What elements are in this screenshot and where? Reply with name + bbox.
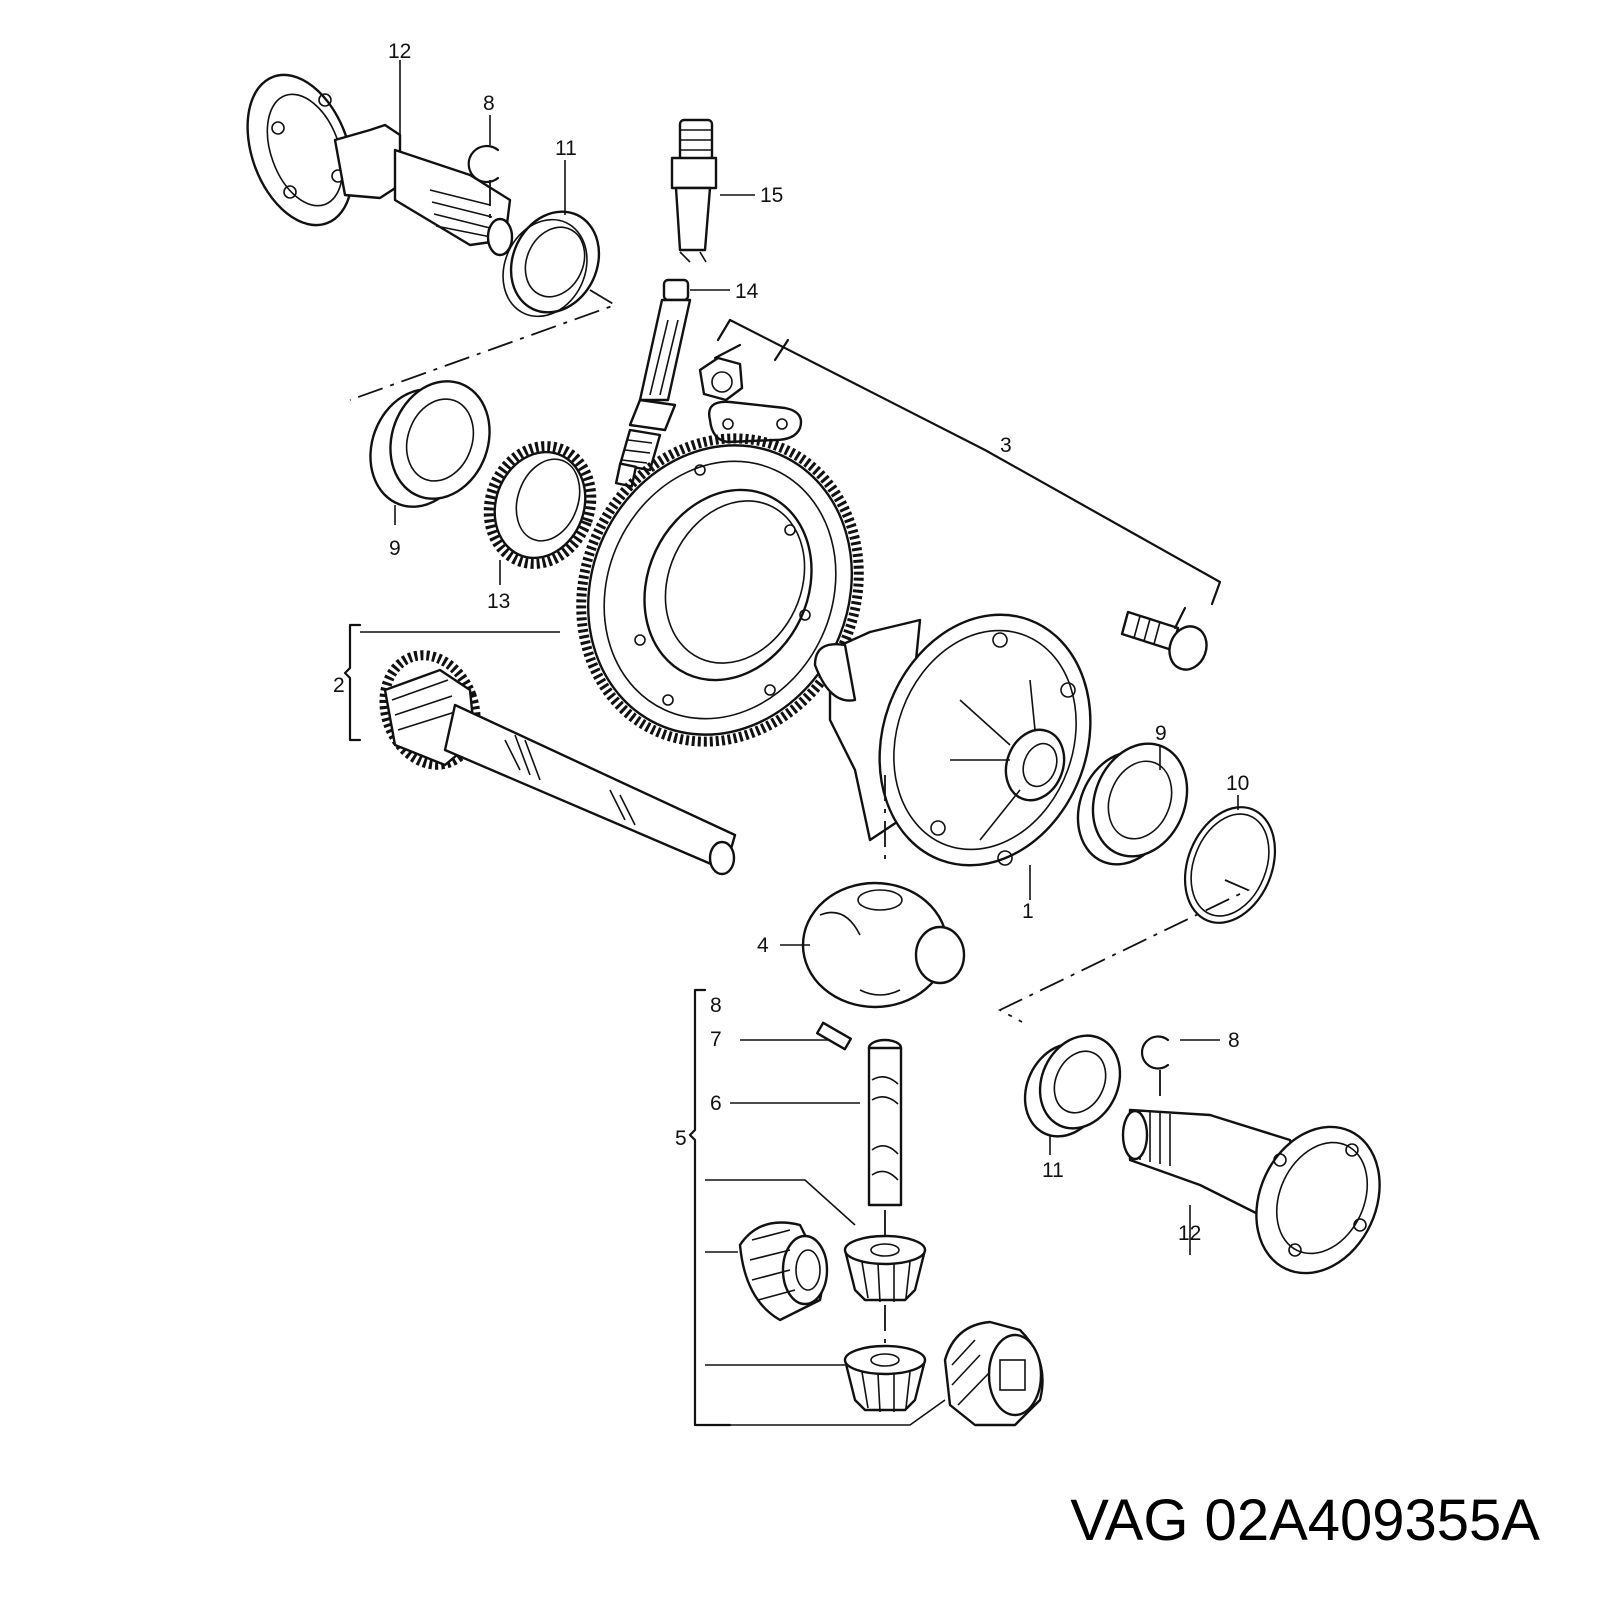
callout-1: 1 bbox=[1022, 900, 1034, 923]
flange-shaft-lower bbox=[1121, 1108, 1381, 1275]
speedometer-driven-gear bbox=[614, 278, 692, 488]
callout-2: 2 bbox=[333, 674, 345, 697]
callout-8-bracket: 8 bbox=[710, 994, 722, 1017]
lock-pin bbox=[815, 1021, 853, 1051]
callout-15: 15 bbox=[760, 184, 783, 207]
spider-shaft bbox=[867, 1038, 903, 1240]
circlip-lower bbox=[1140, 1035, 1170, 1070]
callout-6: 6 bbox=[710, 1092, 722, 1115]
callout-11-upper: 11 bbox=[555, 137, 577, 160]
callout-12-lower: 12 bbox=[1178, 1222, 1201, 1245]
callout-8-upper: 8 bbox=[483, 92, 495, 115]
bolt-set-bracket bbox=[713, 318, 1222, 606]
speedometer-drive-shaft bbox=[670, 118, 718, 263]
seal-upper bbox=[502, 210, 601, 318]
callout-5: 5 bbox=[675, 1127, 687, 1150]
differential-housing bbox=[813, 613, 1092, 867]
speedometer-drive-gear bbox=[483, 441, 597, 569]
tapered-bearing-upper bbox=[369, 380, 491, 508]
nut bbox=[698, 356, 744, 402]
crown-wheel-bolt bbox=[1120, 606, 1208, 671]
callout-12-upper: 12 bbox=[388, 40, 411, 63]
tapered-bearing-right bbox=[1076, 742, 1189, 866]
differential-spider bbox=[801, 881, 966, 1009]
part-number-caption: VAG 02A409355A bbox=[1070, 1488, 1540, 1553]
flange-shaft-upper bbox=[246, 73, 514, 257]
planet-gear-upper bbox=[843, 1234, 927, 1303]
callout-11-lower: 11 bbox=[1042, 1159, 1064, 1182]
sun-gear-right bbox=[943, 1320, 1044, 1427]
planet-gear-lower bbox=[843, 1344, 927, 1413]
sun-gear-left bbox=[738, 1221, 829, 1322]
circlip-upper bbox=[467, 144, 500, 184]
callout-10: 10 bbox=[1226, 772, 1249, 795]
pinion-shaft bbox=[379, 650, 737, 876]
callout-13: 13 bbox=[487, 590, 510, 613]
callout-8-lower: 8 bbox=[1228, 1029, 1240, 1052]
callout-14: 14 bbox=[735, 280, 759, 303]
callout-9-right: 9 bbox=[1155, 722, 1167, 745]
lock-plate bbox=[708, 400, 803, 444]
callout-9-upper: 9 bbox=[389, 537, 401, 560]
callout-4: 4 bbox=[757, 934, 769, 957]
callout-3: 3 bbox=[1000, 434, 1012, 457]
seal-lower bbox=[1023, 1034, 1122, 1138]
shim-ring bbox=[1183, 806, 1277, 924]
callout-7: 7 bbox=[710, 1028, 722, 1051]
